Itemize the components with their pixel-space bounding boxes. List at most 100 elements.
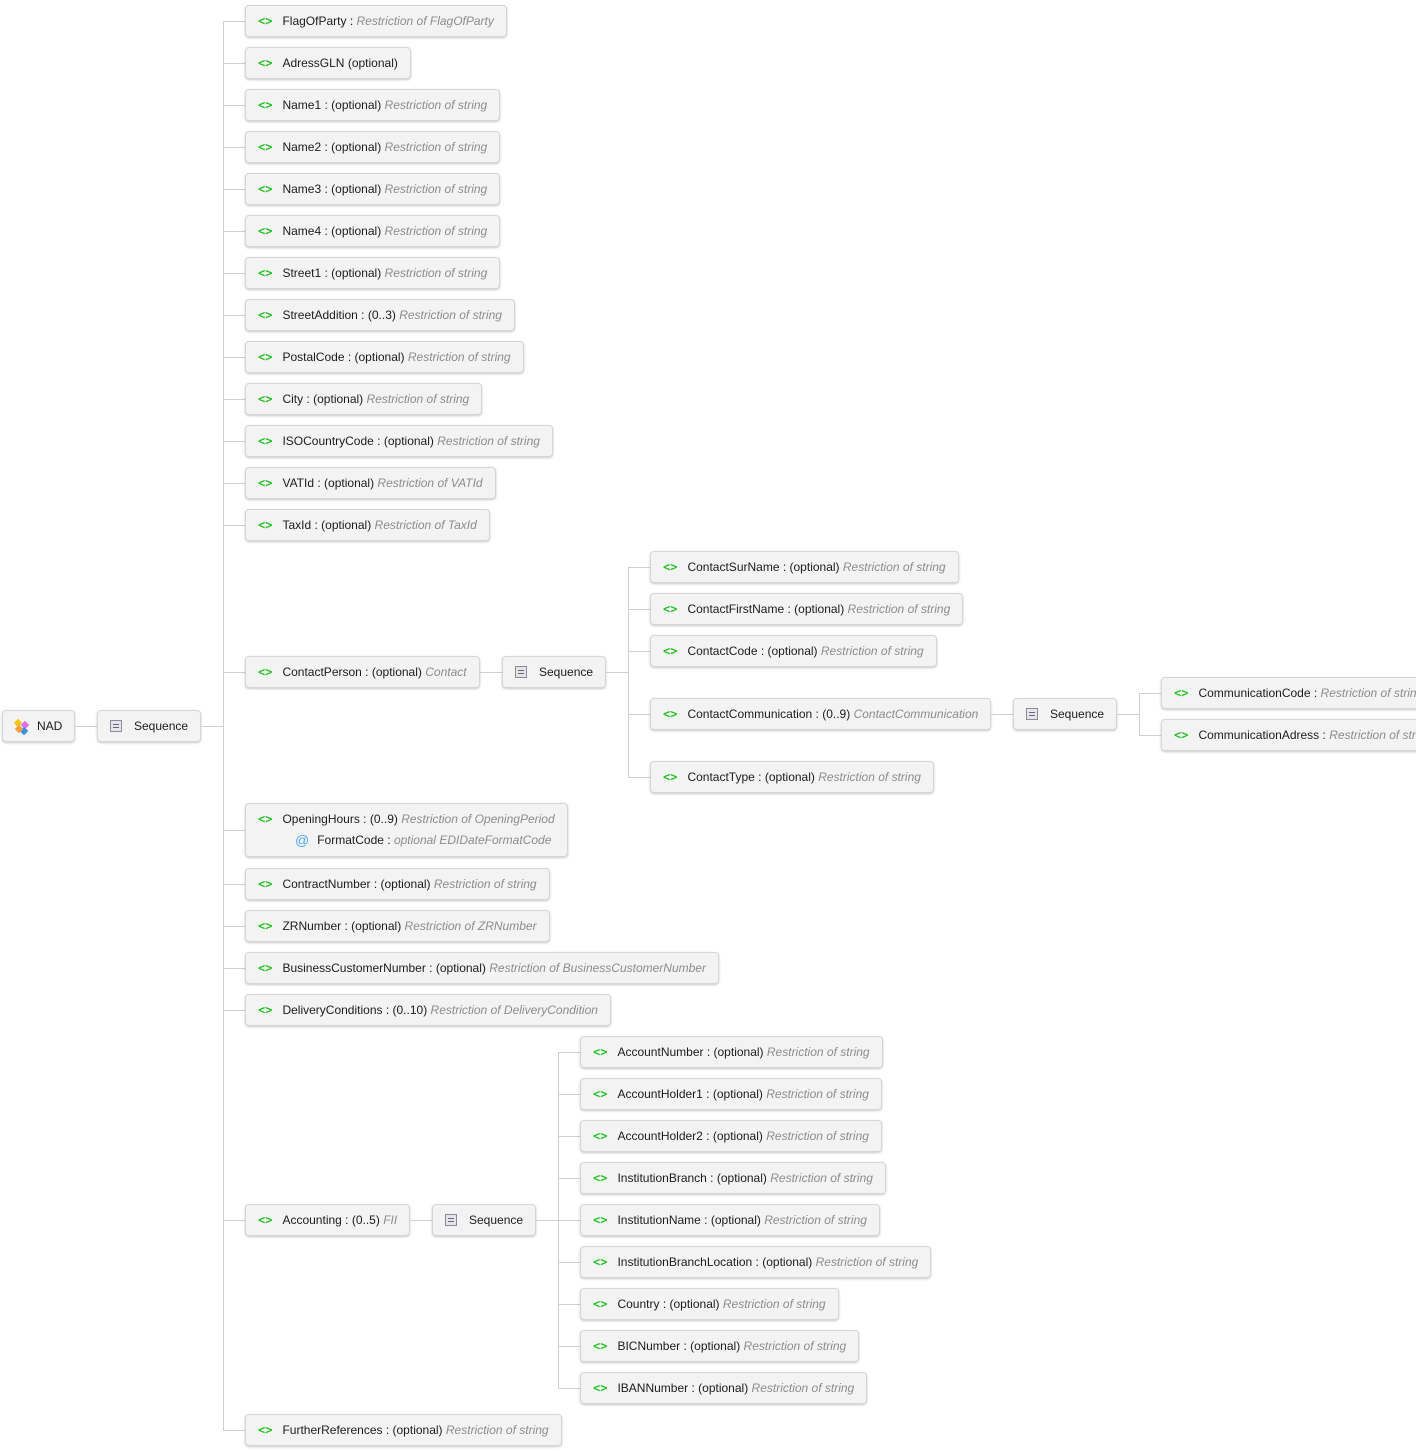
element-city[interactable]: <>City(optional)Restriction of string xyxy=(245,383,483,415)
connector-line xyxy=(628,567,650,568)
sequence-node[interactable]: Sequence xyxy=(432,1204,537,1236)
element-flagofparty[interactable]: <>FlagOfPartyRestriction of FlagOfParty xyxy=(245,5,507,37)
element-isocountrycode[interactable]: <>ISOCountryCode(optional)Restriction of… xyxy=(245,425,553,457)
element-icon: <> xyxy=(593,1381,608,1395)
separator xyxy=(707,1171,717,1185)
element-communicationcode[interactable]: <>CommunicationCodeRestriction of string xyxy=(1161,677,1416,709)
element-icon: <> xyxy=(258,350,273,364)
element-occurrence: (optional) xyxy=(347,56,398,70)
element-vatid[interactable]: <>VATId(optional)Restriction of VATId xyxy=(245,467,496,499)
element-businesscustomernumber[interactable]: <>BusinessCustomerNumber(optional)Restri… xyxy=(245,952,719,984)
element-institutionname[interactable]: <>InstitutionName(optional)Restriction o… xyxy=(580,1204,880,1236)
element-contactcommunication[interactable]: <>ContactCommunication(0..9)ContactCommu… xyxy=(650,698,992,730)
element-icon: <> xyxy=(593,1339,608,1353)
element-contractnumber[interactable]: <>ContractNumber(optional)Restriction of… xyxy=(245,868,550,900)
element-ibannumber[interactable]: <>IBANNumber(optional)Restriction of str… xyxy=(580,1372,868,1404)
element-occurrence: (optional) xyxy=(331,266,382,280)
element-occurrence: (optional) xyxy=(690,1339,741,1353)
element-icon: <> xyxy=(258,961,273,975)
connector-line xyxy=(223,21,245,22)
element-name: AdressGLN xyxy=(282,56,345,70)
element-communicationadress[interactable]: <>CommunicationAdressRestriction of stri… xyxy=(1161,719,1416,751)
sequence-node[interactable]: Sequence xyxy=(1013,698,1118,730)
element-icon: <> xyxy=(663,770,678,784)
separator xyxy=(321,182,331,196)
element-type: ContactCommunication xyxy=(853,707,979,721)
element-name1[interactable]: <>Name1(optional)Restriction of string xyxy=(245,89,501,121)
element-icon: <> xyxy=(258,182,273,196)
separator xyxy=(680,1339,690,1353)
separator xyxy=(1319,728,1329,742)
element-type: Restriction of string xyxy=(384,224,488,238)
element-icon: <> xyxy=(663,644,678,658)
element-name: AccountHolder1 xyxy=(617,1087,703,1101)
element-occurrence: (0..10) xyxy=(392,1003,428,1017)
element-icon: <> xyxy=(258,56,273,70)
element-country[interactable]: <>Country(optional)Restriction of string xyxy=(580,1288,839,1320)
separator xyxy=(374,434,384,448)
element-name: StreetAddition xyxy=(282,308,358,322)
sequence-node[interactable]: Sequence xyxy=(97,710,202,742)
element-bicnumber[interactable]: <>BICNumber(optional)Restriction of stri… xyxy=(580,1330,860,1362)
element-accountholder1[interactable]: <>AccountHolder1(optional)Restriction of… xyxy=(580,1078,882,1110)
connector-line xyxy=(480,672,502,673)
sequence-node[interactable]: Sequence xyxy=(502,656,607,688)
element-streetaddition[interactable]: <>StreetAddition(0..3)Restriction of str… xyxy=(245,299,515,331)
connector-line xyxy=(558,1304,580,1305)
separator xyxy=(321,140,331,154)
element-name: Country xyxy=(617,1297,660,1311)
element-type: Restriction of DeliveryCondition xyxy=(430,1003,598,1017)
element-accounting[interactable]: <>Accounting(0..5)FII xyxy=(245,1204,411,1236)
element-postalcode[interactable]: <>PostalCode(optional)Restriction of str… xyxy=(245,341,524,373)
element-type: Restriction of OpeningPeriod xyxy=(401,812,555,826)
element-contactperson[interactable]: <>ContactPerson(optional)Contact xyxy=(245,656,480,688)
element-contactfirstname[interactable]: <>ContactFirstName(optional)Restriction … xyxy=(650,593,964,625)
element-type: Restriction of BusinessCustomerNumber xyxy=(489,961,706,975)
connector-line xyxy=(223,315,245,316)
element-type: FII xyxy=(383,1213,398,1227)
element-openinghours[interactable]: <>OpeningHours(0..9)Restriction of Openi… xyxy=(245,803,568,857)
connector-line xyxy=(223,231,245,232)
attribute-occurrence: optional xyxy=(393,833,436,847)
element-name: IBANNumber xyxy=(617,1381,689,1395)
element-occurrence: (optional) xyxy=(371,665,422,679)
element-icon: <> xyxy=(258,308,273,322)
element-icon: <> xyxy=(593,1045,608,1059)
element-type: Restriction of string xyxy=(384,182,488,196)
element-zrnumber[interactable]: <>ZRNumber(optional)Restriction of ZRNum… xyxy=(245,910,550,942)
element-icon: <> xyxy=(593,1255,608,1269)
element-contactsurname[interactable]: <>ContactSurName(optional)Restriction of… xyxy=(650,551,959,583)
element-adressgln[interactable]: <> AdressGLN(optional) xyxy=(245,47,411,79)
element-institutionbranch[interactable]: <>InstitutionBranch(optional)Restriction… xyxy=(580,1162,886,1194)
separator xyxy=(383,1003,393,1017)
element-row: <>OpeningHours(0..9)Restriction of Openi… xyxy=(258,812,555,826)
connector-line xyxy=(1139,693,1161,694)
element-deliveryconditions[interactable]: <>DeliveryConditions(0..10)Restriction o… xyxy=(245,994,611,1026)
element-type: Restriction of ZRNumber xyxy=(404,919,537,933)
element-occurrence: (optional) xyxy=(794,602,845,616)
separator xyxy=(360,812,370,826)
element-taxid[interactable]: <>TaxId(optional)Restriction of TaxId xyxy=(245,509,490,541)
element-occurrence: (optional) xyxy=(383,434,434,448)
element-occurrence: (optional) xyxy=(324,476,375,490)
element-street1[interactable]: <>Street1(optional)Restriction of string xyxy=(245,257,501,289)
element-name: ContactSurName xyxy=(687,560,780,574)
element-icon: <> xyxy=(663,560,678,574)
element-name2[interactable]: <>Name2(optional)Restriction of string xyxy=(245,131,501,163)
element-accountholder2[interactable]: <>AccountHolder2(optional)Restriction of… xyxy=(580,1120,882,1152)
root-element-nad[interactable]: NAD xyxy=(2,710,76,742)
element-icon: <> xyxy=(593,1129,608,1143)
element-name: InstitutionName xyxy=(617,1213,701,1227)
element-furtherreferences[interactable]: <>FurtherReferences(optional)Restriction… xyxy=(245,1414,562,1446)
element-accountnumber[interactable]: <>AccountNumber(optional)Restriction of … xyxy=(580,1036,883,1068)
element-contactcode[interactable]: <>ContactCode(optional)Restriction of st… xyxy=(650,635,937,667)
element-icon: <> xyxy=(663,707,678,721)
element-icon: <> xyxy=(258,1423,273,1437)
element-name3[interactable]: <>Name3(optional)Restriction of string xyxy=(245,173,501,205)
element-contacttype[interactable]: <>ContactType(optional)Restriction of st… xyxy=(650,761,934,793)
element-name4[interactable]: <>Name4(optional)Restriction of string xyxy=(245,215,501,247)
element-name: ContractNumber xyxy=(282,877,371,891)
element-institutionbranchlocation[interactable]: <>InstitutionBranchLocation(optional)Res… xyxy=(580,1246,932,1278)
separator xyxy=(303,392,313,406)
